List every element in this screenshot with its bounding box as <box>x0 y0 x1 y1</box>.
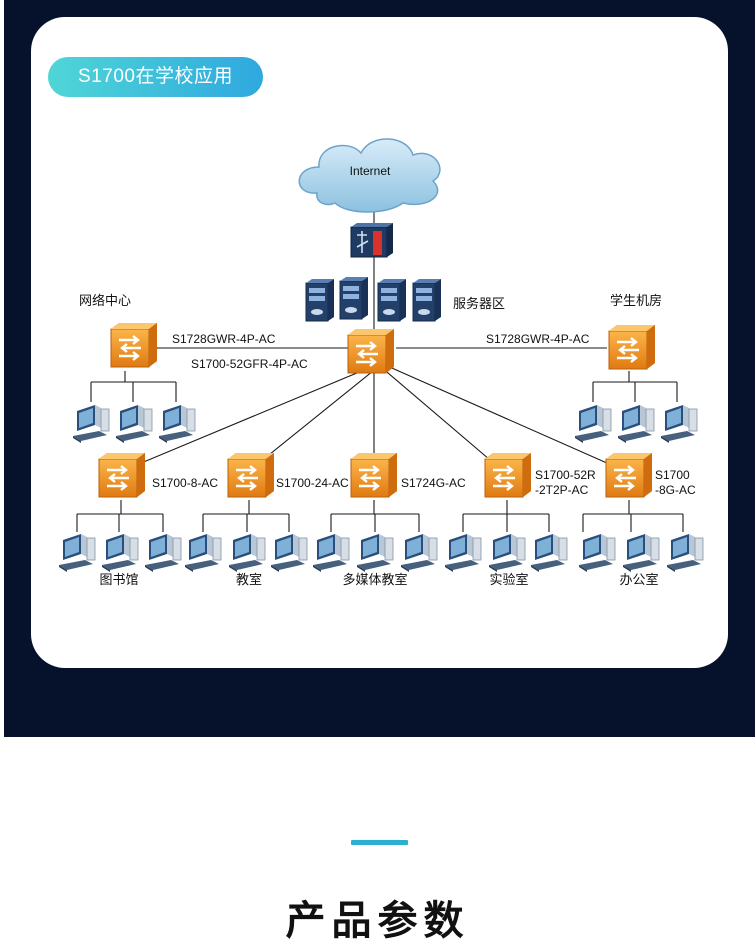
branch-switch-icon <box>226 451 276 499</box>
right-hub-model-label: S1728GWR-4P-AC <box>486 332 590 346</box>
pc-icon <box>400 533 438 573</box>
section-title-pill: S1700在学校应用 <box>48 57 263 97</box>
pc-icon <box>660 404 698 444</box>
pc-icon <box>530 533 568 573</box>
internet-cloud-icon <box>298 138 441 213</box>
diagram-card: S1700在学校应用 <box>31 17 728 668</box>
core-switch-label: S1700-52GFR-4P-AC <box>191 357 308 371</box>
left-hub-switch-icon <box>109 321 159 369</box>
firewall-icon <box>350 223 393 258</box>
pc-icon <box>617 404 655 444</box>
server-icon <box>377 278 407 322</box>
branch-area-label: 教室 <box>236 572 262 587</box>
network-diagram: Internet 服务器区 S1700-52GFR-4P-AC 网络中心 S17… <box>58 138 704 587</box>
pc-icon <box>158 404 196 444</box>
server-icon <box>412 278 442 322</box>
right-hub-area-label: 学生机房 <box>610 293 662 308</box>
branch-area-label: 图书馆 <box>99 572 138 587</box>
left-hub-model-label: S1728GWR-4P-AC <box>172 332 276 346</box>
branch-area-label: 办公室 <box>619 572 658 587</box>
pc-icon <box>228 533 266 573</box>
pc-icon <box>72 404 110 444</box>
server-zone-label: 服务器区 <box>453 296 505 311</box>
branch-switch-model-label: S1724G-AC <box>401 476 466 490</box>
internet-label: Internet <box>350 164 391 178</box>
branch-area-label: 实验室 <box>489 572 528 587</box>
pc-icon <box>312 533 350 573</box>
pc-icon <box>488 533 526 573</box>
pc-icon <box>101 533 139 573</box>
branch-switch-icon <box>604 451 654 499</box>
server-icon <box>339 276 369 320</box>
accent-divider <box>351 840 408 845</box>
branch-switch-model-line1: S1700 <box>655 468 690 482</box>
pc-icon <box>58 533 96 573</box>
pc-icon <box>184 533 222 573</box>
footer-heading: 产品参数 <box>285 899 470 943</box>
pc-icon <box>578 533 616 573</box>
branch-area-label: 多媒体教室 <box>342 572 407 587</box>
right-hub-switch-icon <box>607 323 657 371</box>
pc-icon <box>115 404 153 444</box>
branch-switch-model-line2: -8G-AC <box>655 483 696 497</box>
pc-icon <box>574 404 612 444</box>
pc-icon <box>144 533 182 573</box>
pc-icon <box>356 533 394 573</box>
pc-icon <box>270 533 308 573</box>
branch-switch-icon <box>349 451 399 499</box>
branch-switch-icon <box>483 451 533 499</box>
pc-icon <box>622 533 660 573</box>
server-icon <box>305 278 335 322</box>
pc-icon <box>666 533 704 573</box>
pc-icon <box>444 533 482 573</box>
left-hub-area-label: 网络中心 <box>79 293 131 308</box>
branch-switch-model-line1: S1700-52R <box>535 468 596 482</box>
branch-switch-icon <box>97 451 147 499</box>
core-switch-icon <box>346 327 396 375</box>
branch-switch-model-label: S1700-8-AC <box>152 476 218 490</box>
branch-switch-model-label: S1700-24-AC <box>276 476 349 490</box>
branch-switch-model-line2: -2T2P-AC <box>535 483 589 497</box>
